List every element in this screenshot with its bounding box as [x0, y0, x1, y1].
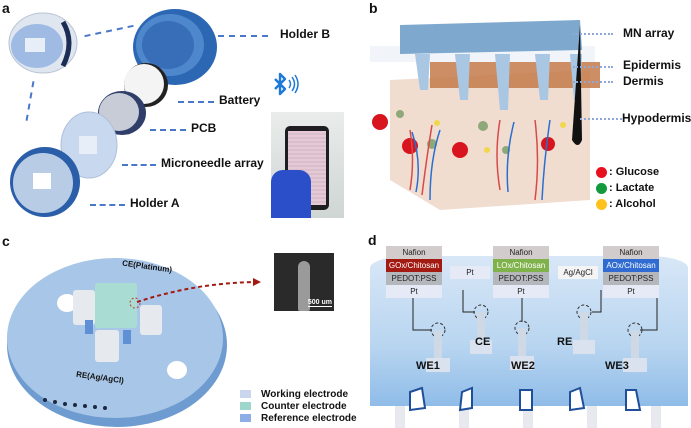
reference-swatch-icon	[240, 414, 251, 423]
legend-item-lactate: : Lactate	[596, 180, 659, 196]
panel-c-label: c	[2, 233, 10, 249]
we1-layer-stack: Nafion GOx/Chitosan PEDOT:PSS Pt	[386, 246, 442, 298]
bluetooth-icon	[274, 72, 299, 96]
electrode-legend: Working electrode Counter electrode Refe…	[240, 389, 357, 425]
layer: Pt	[493, 285, 549, 298]
layer: Nafion	[493, 246, 549, 259]
callout-battery: Battery	[219, 93, 261, 107]
we2-layer-stack: Nafion LOx/Chitosan PEDOT:PSS Pt	[493, 246, 549, 298]
gloved-hand	[271, 170, 311, 218]
leader-line	[573, 81, 613, 83]
layer: Ag/AgCl	[558, 266, 598, 279]
layer-label-mn-array: MN array	[623, 26, 675, 40]
layer-label-epidermis: Epidermis	[623, 58, 682, 72]
we3-layer-stack: Nafion AOx/Chitosan PEDOT:PSS Pt	[603, 246, 659, 298]
legend-item-working: Working electrode	[240, 389, 357, 401]
layer: Pt	[450, 266, 490, 279]
analyte-legend: : Glucose : Lactate : Alcohol	[596, 164, 659, 212]
electrode-label-re: RE	[557, 336, 573, 348]
microneedle-tip-sem	[298, 261, 310, 311]
microneedle-array-illustration	[60, 111, 118, 179]
scale-bar-label: 500 um	[307, 299, 332, 307]
electrode-label-ce: CE	[475, 336, 491, 348]
layer: AOx/Chitosan	[603, 259, 659, 272]
legend-item-glucose: : Glucose	[596, 164, 659, 180]
layer: PEDOT:PSS	[493, 272, 549, 285]
leader-line	[25, 81, 35, 121]
device-assembled-illustration	[8, 12, 78, 74]
leader-line	[84, 24, 134, 38]
layer: PEDOT:PSS	[386, 272, 442, 285]
layer-label-dermis: Dermis	[623, 74, 664, 88]
microneedle-disc-illustration	[7, 258, 227, 427]
leader-line	[580, 118, 622, 120]
legend-item-alcohol: : Alcohol	[596, 196, 659, 212]
panel-d-label: d	[368, 232, 377, 248]
panel-a-label: a	[2, 0, 10, 16]
glucose-dot-icon	[596, 166, 607, 178]
leader-line	[573, 33, 613, 35]
holder-a-illustration	[10, 147, 80, 217]
leader-line	[122, 164, 156, 166]
callout-pcb: PCB	[191, 121, 217, 135]
alcohol-dot-icon	[596, 198, 607, 210]
electrode-label-we1: WE1	[416, 360, 440, 372]
layer: LOx/Chitosan	[493, 259, 549, 272]
smartphone-photo	[271, 112, 344, 218]
counter-swatch-icon	[240, 402, 251, 411]
layer: Nafion	[386, 246, 442, 259]
leader-line	[90, 204, 125, 206]
leader-line	[218, 35, 268, 37]
base-strips	[370, 406, 688, 428]
electrode-label-we3: WE3	[605, 360, 629, 372]
legend-item-counter: Counter electrode	[240, 401, 357, 413]
working-swatch-icon	[240, 390, 251, 399]
skin-cross-section-illustration	[370, 20, 600, 210]
layer: Nafion	[603, 246, 659, 259]
re-layer-stack: Ag/AgCl	[558, 266, 598, 279]
electrode-label-we2: WE2	[511, 360, 535, 372]
callout-microneedle-array: Microneedle array	[161, 156, 264, 170]
layer: Pt	[386, 285, 442, 298]
leader-line	[150, 129, 186, 131]
sem-image: 500 um	[274, 253, 334, 311]
layer: GOx/Chitosan	[386, 259, 442, 272]
lactate-dot-icon	[596, 182, 607, 194]
electrode-needles-illustration	[409, 290, 658, 412]
ce-layer-stack: Pt	[450, 266, 490, 279]
callout-holder-b: Holder B	[280, 27, 331, 41]
layer: Pt	[603, 285, 659, 298]
leader-line	[573, 66, 613, 68]
leader-line	[178, 101, 214, 103]
layer-label-hypodermis: Hypodermis	[622, 111, 691, 125]
panel-b-label: b	[369, 0, 378, 16]
zoom-arrow	[136, 278, 261, 303]
legend-item-reference: Reference electrode	[240, 413, 357, 425]
callout-holder-a: Holder A	[130, 196, 180, 210]
layer: PEDOT:PSS	[603, 272, 659, 285]
